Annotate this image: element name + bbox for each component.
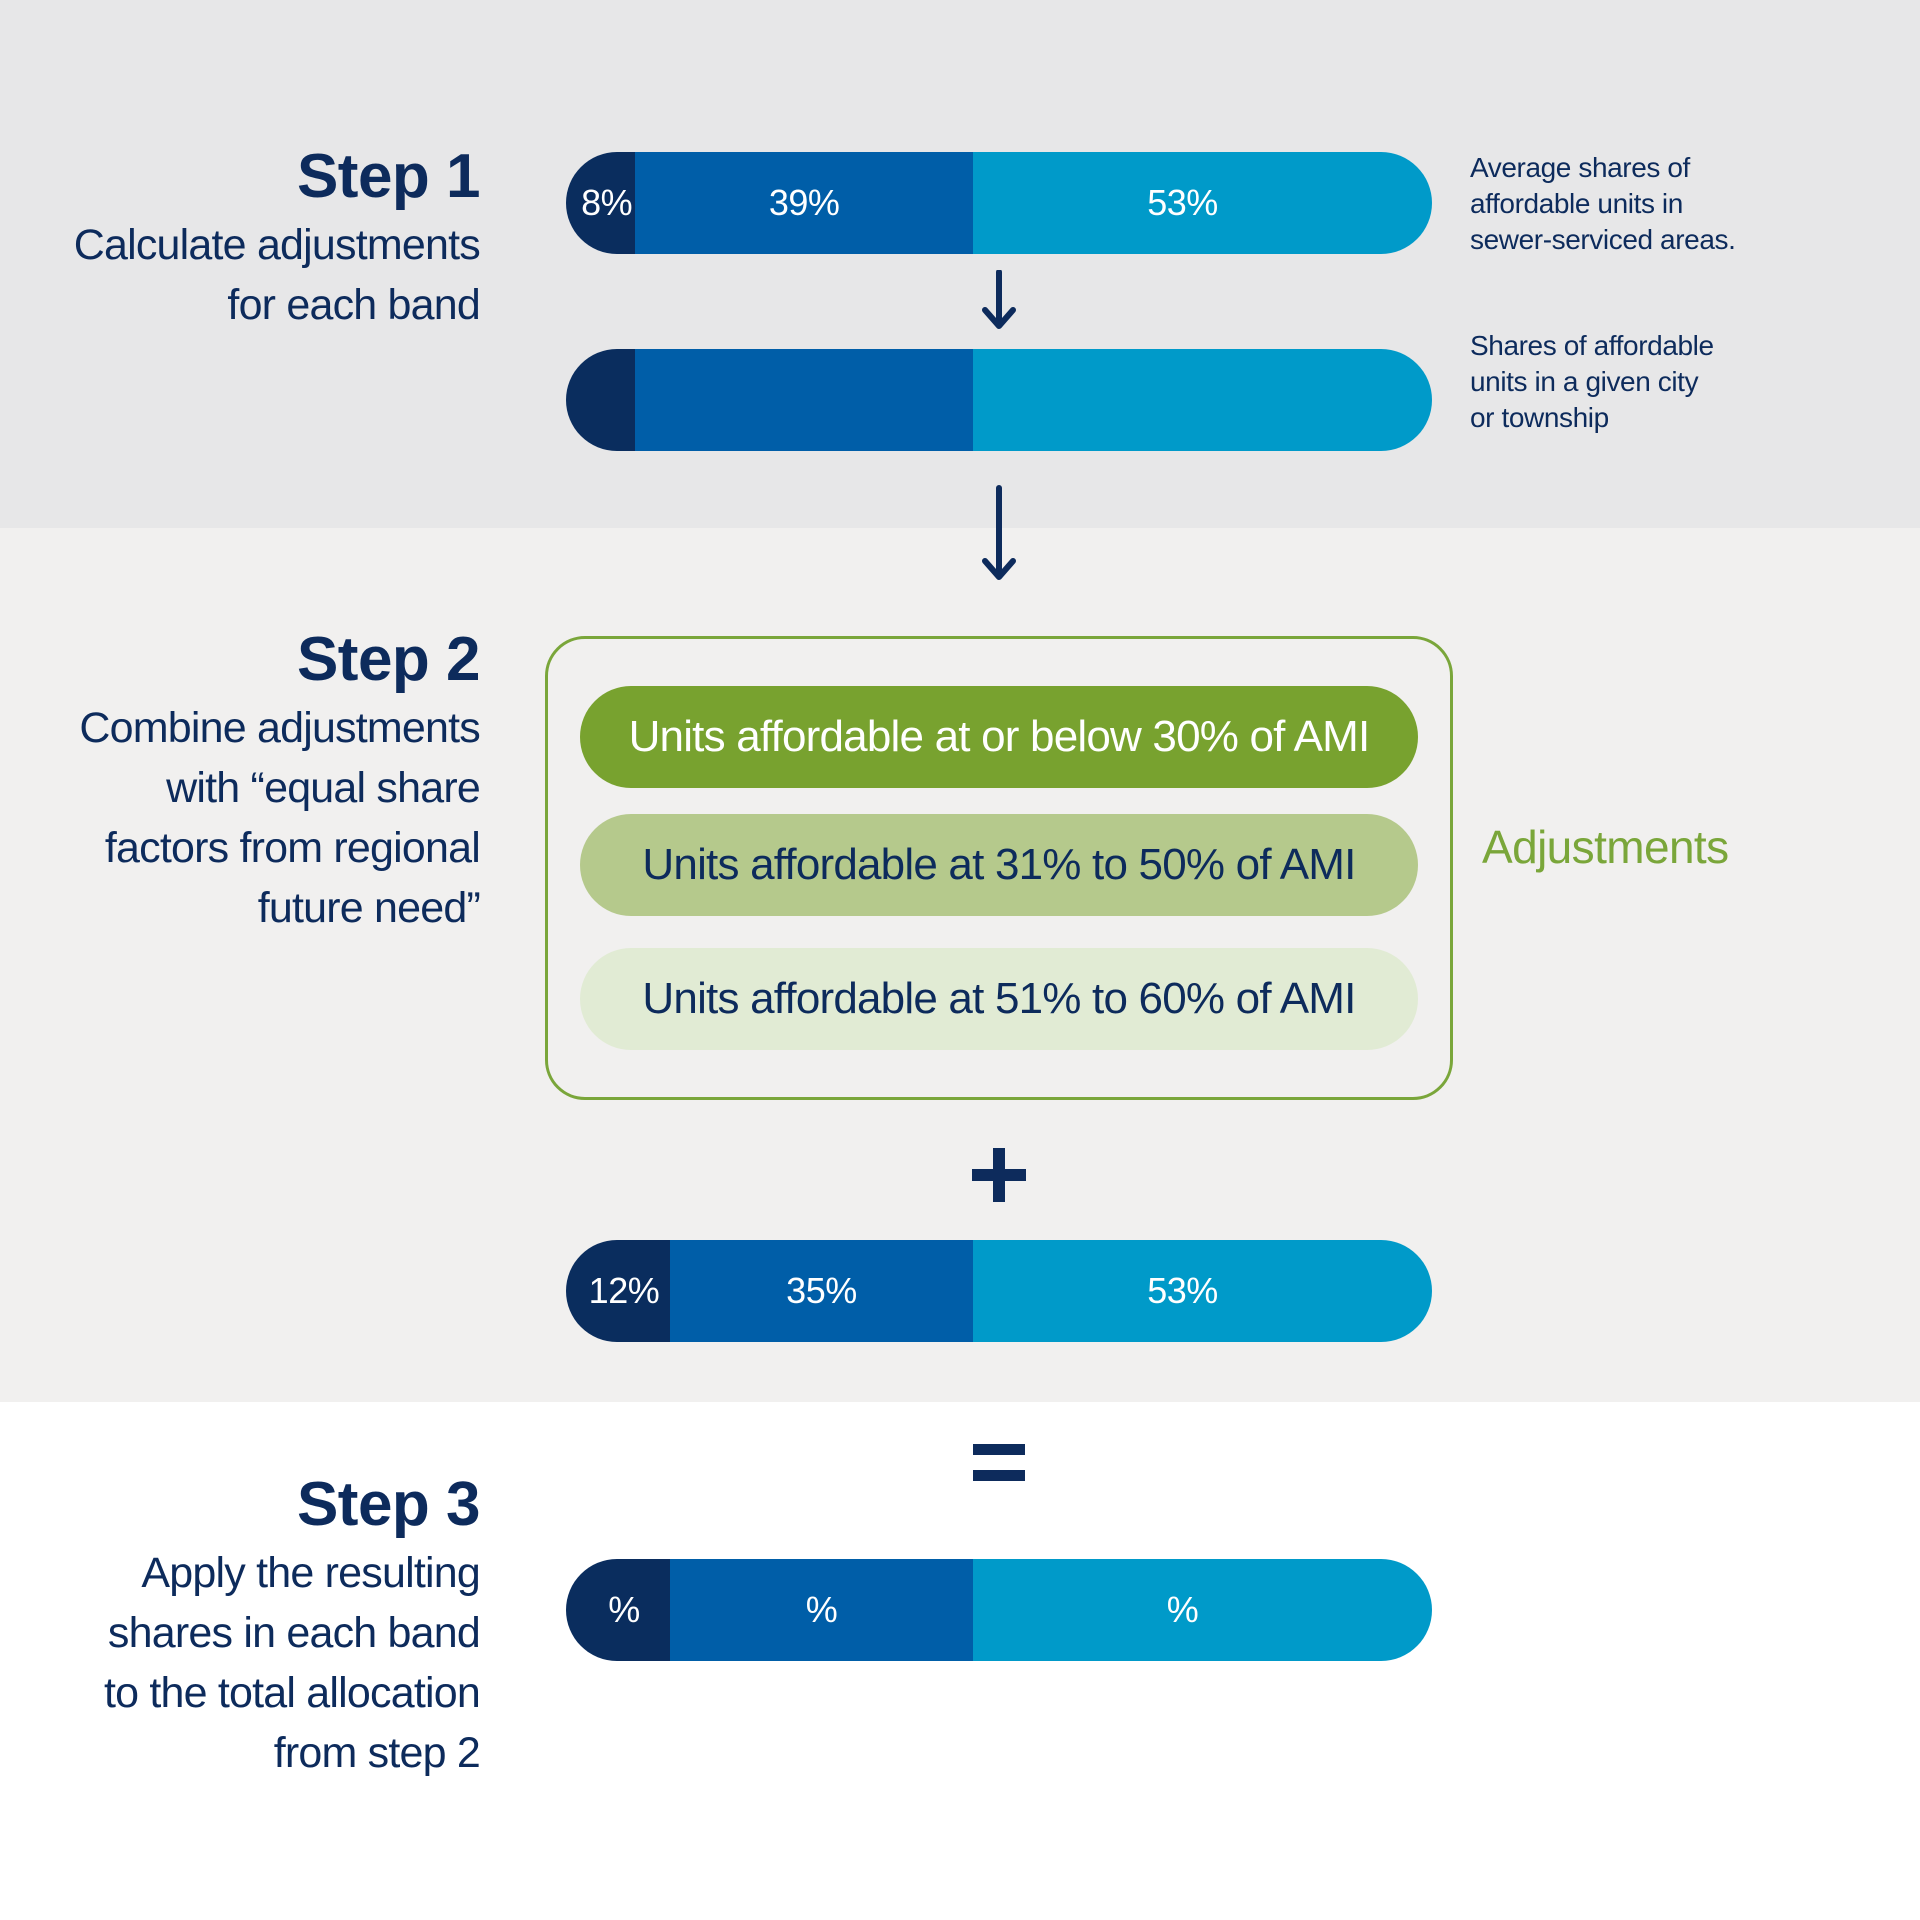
step3-text: Step 3 Apply the resulting shares in eac…: [40, 1470, 481, 1783]
step2-desc-line: factors from regional: [104, 824, 481, 873]
step2-desc-line: future need”: [257, 884, 481, 933]
step1-desc-line: for each band: [227, 281, 480, 330]
note-line: units in a given city: [1470, 366, 1699, 397]
note-line: Shares of affordable: [1470, 330, 1714, 361]
adjustments-label: Adjustments: [1482, 821, 1729, 873]
regional-share-note: Average shares of affordable units in se…: [1470, 150, 1770, 258]
adjustment-band-51-60-pill: Units affordable at 51% to 60% of AMI: [580, 948, 1418, 1050]
step1-desc-line: Calculate adjustments: [73, 221, 481, 270]
note-line: or township: [1470, 402, 1609, 433]
note-line: affordable units in: [1470, 188, 1683, 219]
step2-desc-line: Combine adjustments: [79, 704, 480, 753]
bar-segment-band-2: 35%: [669, 1240, 973, 1342]
step3-desc-line: to the total allocation: [103, 1669, 481, 1718]
bar-segment-band-3: %: [973, 1559, 1432, 1661]
bar-segment-band-2: %: [669, 1559, 973, 1661]
step3-title: Step 3: [296, 1470, 481, 1539]
arrow-down-icon: [982, 485, 1016, 580]
step3-desc-line: from step 2: [273, 1729, 481, 1778]
bar-segment-band-1: %: [566, 1559, 670, 1661]
step3-desc-line: shares in each band: [107, 1609, 481, 1658]
local-share-note: Shares of affordable units in a given ci…: [1470, 328, 1770, 436]
step2-title: Step 2: [296, 625, 481, 694]
adjustment-band-31-50-pill: Units affordable at 31% to 50% of AMI: [580, 814, 1418, 916]
note-line: sewer-serviced areas.: [1470, 224, 1736, 255]
bar-segment-band-3: 53%: [973, 152, 1432, 254]
bar-segment-band-3: 53%: [973, 1240, 1432, 1342]
step2-desc-line: with “equal share: [166, 764, 481, 813]
bar-segment-band-2: 39%: [635, 152, 973, 254]
result-share-bar: % % %: [566, 1559, 1432, 1661]
combined-share-bar: 12% 35% 53%: [566, 1240, 1432, 1342]
bar-segment-band-3: [973, 349, 1432, 451]
note-line: Average shares of: [1470, 152, 1690, 183]
local-share-bar: [566, 349, 1432, 451]
step3-background: [0, 1402, 1920, 1920]
step1-text: Step 1 Calculate adjustments for each ba…: [40, 142, 481, 335]
equals-icon: [973, 1444, 1025, 1481]
step2-text: Step 2 Combine adjustments with “equal s…: [40, 627, 480, 938]
plus-icon: [972, 1148, 1026, 1202]
step1-title: Step 1: [296, 142, 481, 211]
step3-desc-line: Apply the resulting: [141, 1549, 480, 1598]
arrow-down-icon: [982, 270, 1016, 329]
adjustment-band-30-pill: Units affordable at or below 30% of AMI: [580, 686, 1418, 788]
regional-share-bar: 8% 39% 53%: [566, 152, 1432, 254]
adjustments-box: [545, 636, 1453, 1100]
bar-segment-band-2: [635, 349, 973, 451]
bar-segment-band-1: 12%: [566, 1240, 670, 1342]
